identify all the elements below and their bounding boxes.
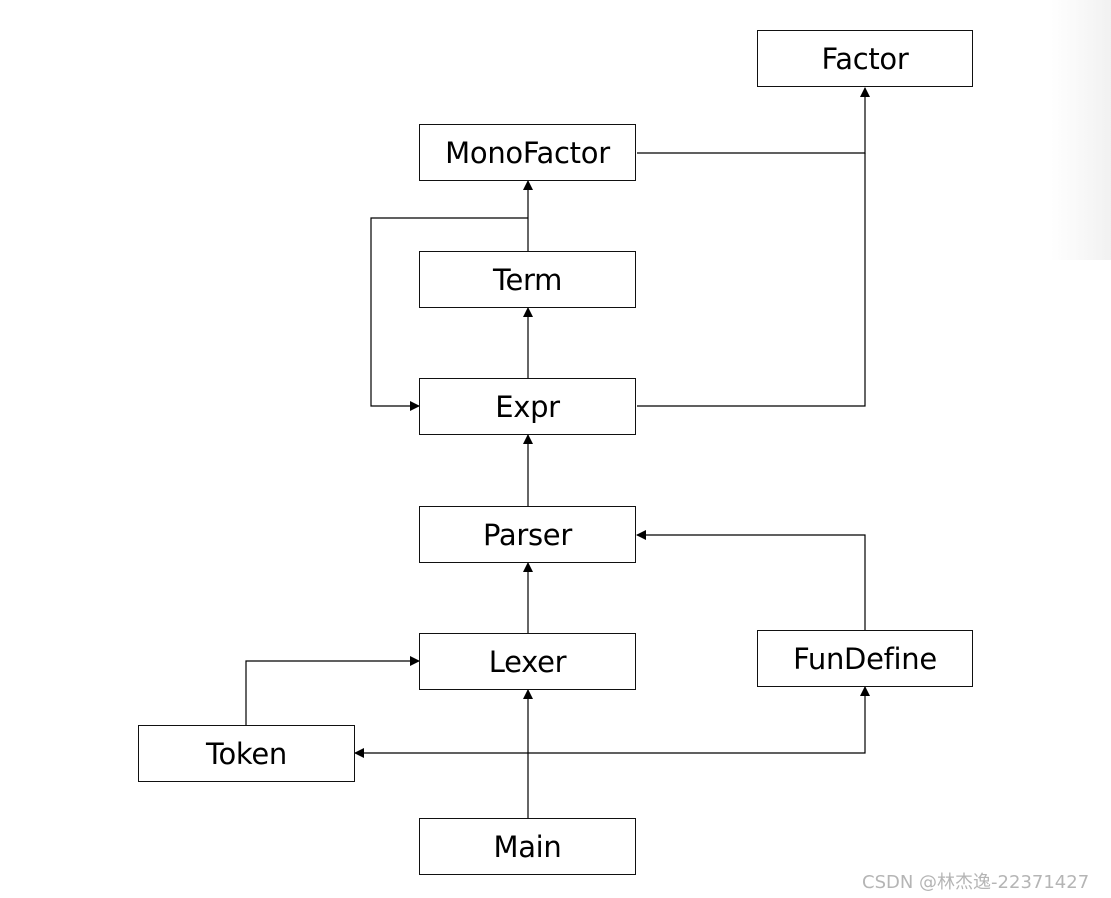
node-lexer: Lexer [419,633,636,690]
node-factor: Factor [757,30,973,87]
edge-fundefine-to-parser [636,530,866,630]
edge-monofactor-to-factor [637,87,870,154]
edge-expr-to-factor [637,153,866,407]
edge-main-to-fundefine [528,686,870,754]
node-parser: Parser [419,506,636,563]
watermark-text: CSDN @林杰逸-22371427 [862,872,1090,893]
edge-term-to-expr [370,217,528,411]
node-main: Main [419,818,636,875]
node-token: Token [138,725,355,782]
node-expr: Expr [419,378,636,435]
node-term: Term [419,251,636,308]
edge-token-to-lexer [245,656,420,725]
node-fundefine: FunDefine [757,630,973,687]
node-monofactor: MonoFactor [419,124,636,181]
